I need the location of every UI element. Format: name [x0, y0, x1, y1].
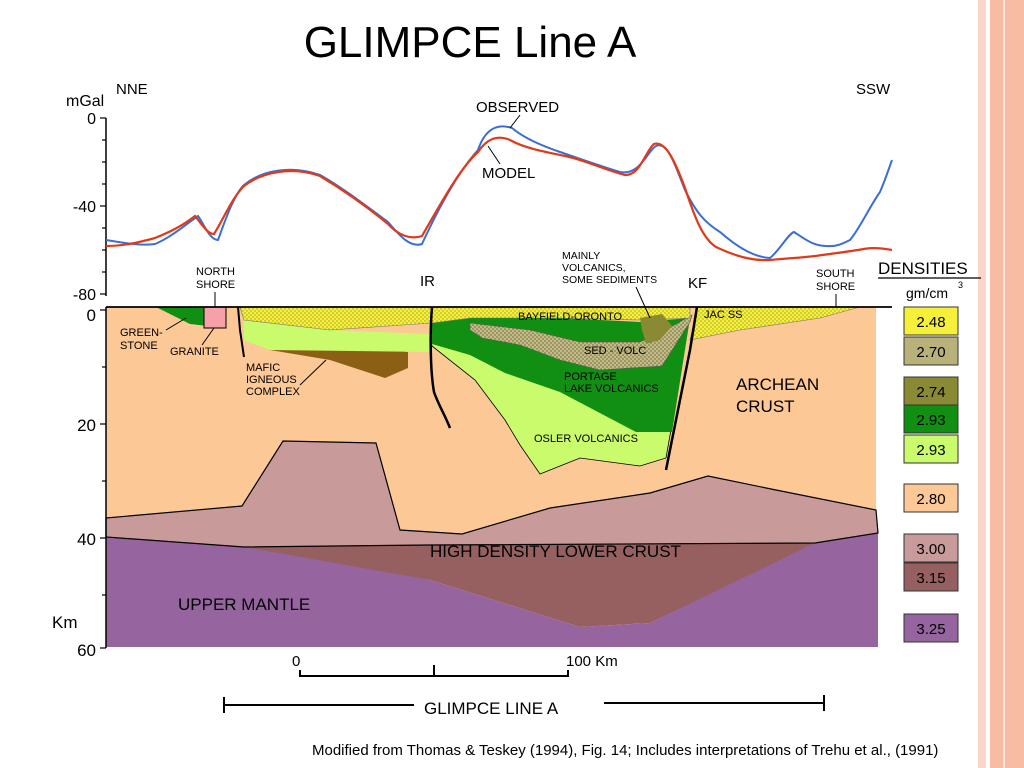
fault-ir-label: IR: [420, 273, 435, 290]
portage-label-1: PORTAGE: [564, 371, 617, 383]
density-value-0: 2.48: [916, 314, 945, 331]
densities-title: DENSITIES: [878, 259, 968, 278]
density-value-5: 2.80: [916, 491, 945, 508]
fault-ir: [429, 306, 452, 429]
densities-legend: DENSITIES gm/cm 3 2.482.702.742.932.932.…: [878, 259, 981, 643]
density-value-8: 3.25: [916, 621, 945, 638]
scale-end-label: 100 Km: [566, 653, 618, 670]
sed-volc-label: SED - VOLC: [584, 345, 646, 357]
density-swatch-2: [903, 376, 959, 406]
mafic-leader: [299, 359, 327, 386]
north-shore-label-1: NORTH: [196, 266, 235, 278]
mainly-volcanics-label-3: SOME SEDIMENTS: [562, 274, 657, 286]
mainly-volcanics-label-1: MAINLY: [562, 250, 600, 262]
gravity-tick-80: -80: [73, 287, 96, 304]
direction-right: SSW: [856, 81, 891, 98]
density-swatch-8: [903, 613, 959, 643]
observed-gravity-curve: [105, 125, 893, 260]
mafic-label-2: IGNEOUS: [246, 374, 297, 386]
lower-crust-label: HIGH DENSITY LOWER CRUST: [430, 542, 681, 561]
osler-label: OSLER VOLCANICS: [534, 433, 638, 445]
line-extent-label: GLIMPCE LINE A: [424, 699, 559, 718]
mainly-volcanics-leader: [635, 286, 651, 319]
scale-start-label: 0: [292, 653, 300, 670]
direction-left: NNE: [116, 81, 148, 98]
depth-tick-20: 20: [77, 416, 96, 435]
densities-unit-sup: 3: [958, 280, 963, 290]
granite-unit: [203, 306, 227, 329]
granite-label: GRANITE: [170, 346, 219, 358]
south-shore-label-1: SOUTH: [816, 268, 855, 280]
mafic-label-3: COMPLEX: [246, 386, 300, 398]
density-value-4: 2.93: [916, 442, 945, 459]
depth-tick-40: 40: [77, 530, 96, 549]
density-value-2: 2.74: [916, 384, 945, 401]
gravity-unit-label: mGal: [66, 93, 104, 110]
densities-unit: gm/cm: [906, 285, 948, 301]
cross-section: 0 20 40 60 Km NORTH SHORE IR KF MAINLY V…: [52, 250, 892, 660]
depth-unit-label: Km: [52, 613, 78, 632]
density-swatch-3: [903, 404, 959, 434]
jac-label: JAC SS: [704, 309, 743, 321]
observed-label: OBSERVED: [476, 99, 559, 116]
greenstone-label-1: GREEN-: [120, 327, 163, 339]
gravity-tick-40: -40: [73, 199, 96, 216]
south-shore-label-2: SHORE: [816, 281, 855, 293]
density-swatch-6: [903, 533, 959, 563]
line-extent: GLIMPCE LINE A: [223, 695, 825, 718]
light-volcanics-upper-unit: [244, 320, 430, 352]
model-label: MODEL: [482, 165, 535, 182]
density-value-1: 2.70: [916, 344, 945, 361]
decor-stripe-main: [990, 0, 1024, 768]
greenstone-leader: [165, 317, 187, 331]
archean-label-2: CRUST: [736, 397, 795, 416]
fault-kf: [664, 306, 699, 471]
density-swatch-5: [903, 483, 959, 513]
density-swatches: 2.48 2.70 2.74 2.93 2.93 2.80 3.00 3.15 3.25: [903, 306, 959, 643]
density-swatch-7: [903, 562, 959, 592]
fault-north-shore: [237, 306, 245, 358]
north-shore-label-2: SHORE: [196, 279, 235, 291]
olive-unit: [640, 314, 672, 344]
granite-leader: [201, 327, 215, 346]
depth-tick-0: 0: [87, 306, 96, 325]
mainly-volcanics-label-2: VOLCANICS,: [562, 262, 626, 274]
mafic-label-1: MAFIC: [246, 362, 280, 374]
bayfield-oronto-unit: [239, 306, 691, 331]
upper-mantle-label: UPPER MANTLE: [178, 595, 310, 614]
sed-volc-unit: [469, 314, 693, 371]
source-caption: Modified from Thomas & Teskey (1994), Fi…: [312, 742, 939, 759]
lower-crust-3-15-unit: [244, 543, 815, 627]
upper-mantle-unit: [106, 533, 878, 647]
decor-stripe-line: [1003, 0, 1005, 768]
density-swatch-4: [903, 434, 959, 464]
density-swatch-0: [903, 306, 959, 336]
density-swatch-1: [903, 336, 959, 366]
bayfield-label: BAYFIELD-ORONTO: [518, 311, 623, 323]
scale-bar: 0 100 Km: [292, 653, 618, 677]
greenstone-label-2: STONE: [120, 340, 158, 352]
density-value-7: 3.15: [916, 570, 945, 587]
density-value-6: 3.00: [916, 541, 945, 558]
decor-stripe-light: [978, 0, 986, 768]
lower-crust-3-00-unit: [105, 440, 879, 548]
slide-title: GLIMPCE Line A: [303, 18, 637, 67]
fault-kf-label: KF: [688, 275, 707, 292]
greenstone-unit: [156, 307, 210, 326]
gravity-tick-0: 0: [87, 111, 96, 128]
portage-label-2: LAKE VOLCANICS: [564, 383, 659, 395]
archean-label-1: ARCHEAN: [736, 375, 819, 394]
density-value-3: 2.93: [916, 412, 945, 429]
depth-tick-60: 60: [77, 641, 96, 660]
observed-leader: [509, 114, 521, 129]
model-leader: [487, 145, 501, 165]
gravity-panel: mGal NNE SSW 0 -40 -80 OBSERVED MODEL: [66, 81, 893, 304]
model-gravity-curve: [105, 136, 893, 262]
